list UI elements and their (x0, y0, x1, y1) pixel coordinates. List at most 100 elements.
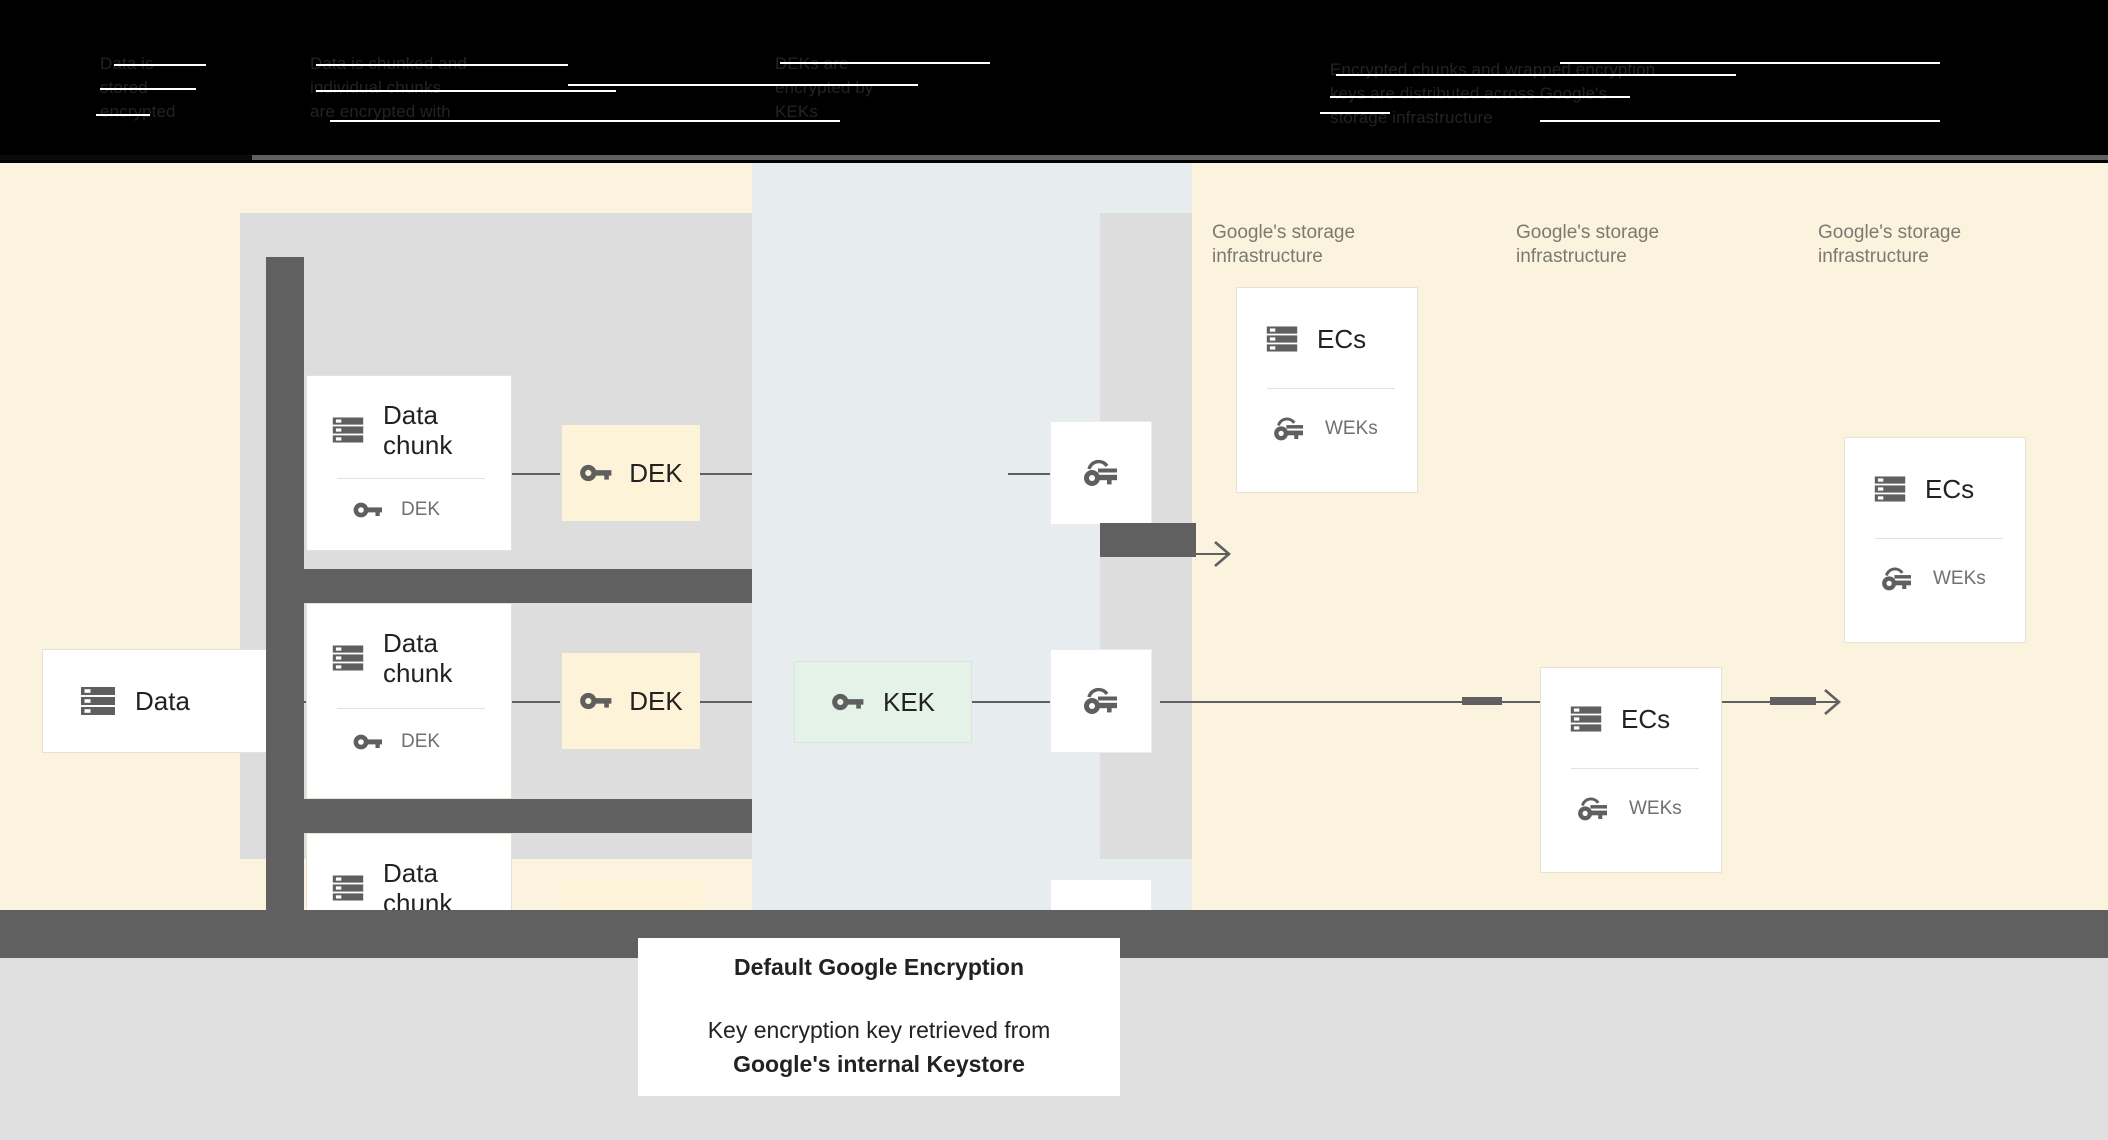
card-divider (1875, 538, 2003, 539)
data-chunk-card[interactable]: Data chunk DEK (306, 375, 512, 551)
top-text-fragment-1: Data is stored encrypted (100, 54, 176, 121)
top-highlight-line (1560, 62, 1940, 64)
connector-into-wrapped-key (1008, 701, 1050, 703)
key-icon (832, 693, 864, 711)
infra-label: Google's storage infrastructure (1212, 222, 1356, 267)
caption-line-1: Key encryption key retrieved from (707, 1016, 1051, 1043)
connector-chunk-to-dek (512, 701, 560, 703)
top-highlight-line (1540, 120, 2000, 122)
data-chunk-key-label: DEK (401, 731, 441, 752)
connector-dek-out (700, 701, 752, 703)
card-divider (1571, 768, 1699, 769)
top-text-fragment-3: DEKs are encrypted by KEKs (775, 54, 874, 121)
data-chunk-title: Data chunk (383, 400, 453, 460)
wrapped-key-icon (1084, 459, 1117, 486)
ec-card-key-row: WEKs (1873, 565, 2007, 593)
dek-box-label: DEK (629, 457, 683, 488)
ec-card-key-row: WEKs (1569, 795, 1703, 823)
card-divider (337, 478, 485, 479)
top-highlight-line (114, 64, 274, 66)
kek-box-label: KEK (882, 686, 936, 717)
top-redaction-block (578, 44, 768, 80)
wrapped-key-box[interactable] (1050, 649, 1152, 753)
ec-card-title: ECs (1925, 474, 1975, 504)
server-icon (1874, 476, 1906, 502)
data-chunk-title: Data chunk (383, 858, 453, 918)
data-chunk-key-row: DEK (331, 499, 491, 521)
wrapped-key-icon (1274, 417, 1303, 441)
top-bar-grey-edge (252, 155, 2108, 160)
redaction-bar-horizontal (266, 799, 752, 833)
data-card-row: Data (79, 682, 190, 720)
data-chunk-card[interactable]: Data chunk DEK (306, 603, 512, 799)
wrapped-key-icon (1882, 567, 1911, 591)
server-icon (1266, 326, 1298, 352)
key-icon (353, 734, 382, 750)
arrow-redaction-segment (1462, 697, 1502, 705)
data-chunk-header: Data chunk (331, 400, 491, 460)
dek-box[interactable]: DEK (562, 653, 700, 749)
server-icon (332, 417, 364, 443)
ec-card-key-label: WEKs (1325, 418, 1378, 439)
top-highlight-line (330, 120, 840, 122)
data-card-label: Data (135, 686, 190, 716)
data-card[interactable]: Data (42, 649, 270, 753)
top-redaction-block (0, 0, 2108, 48)
server-icon (332, 875, 364, 901)
ec-card-header: ECs (1569, 702, 1703, 736)
top-highlight-line (780, 62, 990, 64)
ec-card[interactable]: ECs WEKs (1236, 287, 1418, 493)
top-highlight-line (316, 90, 616, 92)
server-icon (81, 687, 115, 715)
ec-card[interactable]: ECs WEKs (1844, 437, 2026, 643)
top-highlight-line (316, 64, 568, 66)
card-divider (1267, 388, 1395, 389)
data-chunk-header: Data chunk (331, 858, 491, 918)
kek-box[interactable]: KEK (794, 661, 972, 743)
arrowhead-icon (1214, 541, 1231, 567)
infra-label: Google's storage infrastructure (1516, 222, 1660, 267)
top-highlight-line (1336, 74, 1736, 76)
connector-into-wrapped-key (1008, 473, 1050, 475)
card-divider (337, 708, 485, 709)
arrow-redaction-segment (1770, 697, 1816, 705)
ec-card-title: ECs (1317, 324, 1367, 354)
wrapped-key-icon (1084, 687, 1117, 714)
ec-card-header: ECs (1265, 322, 1399, 356)
ec-card[interactable]: ECs WEKs (1540, 667, 1722, 873)
caption-body: Key encryption key retrieved from Google… (708, 1013, 1051, 1081)
ec-card-key-label: WEKs (1933, 568, 1986, 589)
wrapped-key-box[interactable] (1050, 421, 1152, 525)
data-chunk-key-label: DEK (401, 499, 441, 520)
redaction-bar-horizontal (266, 569, 752, 603)
dek-box[interactable]: DEK (562, 425, 700, 521)
server-icon (1570, 706, 1602, 732)
ec-card-header: ECs (1873, 472, 2007, 506)
data-chunk-header: Data chunk (331, 628, 491, 688)
data-chunk-key-row: DEK (331, 731, 491, 753)
key-icon (580, 692, 612, 710)
arrowhead-icon (1824, 689, 1841, 715)
key-icon (580, 464, 612, 482)
caption-title: Default Google Encryption (733, 953, 1025, 980)
connector-kek-out (972, 701, 1008, 703)
top-highlight-line (100, 88, 196, 90)
dek-box-label: DEK (629, 685, 683, 716)
caption-line-2: Google's internal Keystore (733, 1050, 1025, 1077)
redaction-bar-horizontal (1100, 523, 1196, 557)
top-highlight-line (1330, 96, 1630, 98)
top-text-fragment-2: Data is chunked and individual chunks ar… (310, 54, 467, 121)
ec-card-key-label: WEKs (1629, 798, 1682, 819)
ec-card-key-row: WEKs (1265, 415, 1399, 443)
caption-card: Default Google Encryption Key encryption… (638, 938, 1120, 1096)
top-obscured-text-bar: Data is stored encrypted Data is chunked… (0, 0, 2108, 160)
key-icon (353, 502, 382, 518)
infra-label: Google's storage infrastructure (1818, 222, 1962, 267)
ec-card-title: ECs (1621, 704, 1671, 734)
wrapped-key-icon (1578, 797, 1607, 821)
top-highlight-line (568, 84, 918, 86)
diagram-canvas: Data Data chunk (0, 163, 2108, 1029)
server-icon (332, 645, 364, 671)
connector-dek-out (700, 473, 752, 475)
